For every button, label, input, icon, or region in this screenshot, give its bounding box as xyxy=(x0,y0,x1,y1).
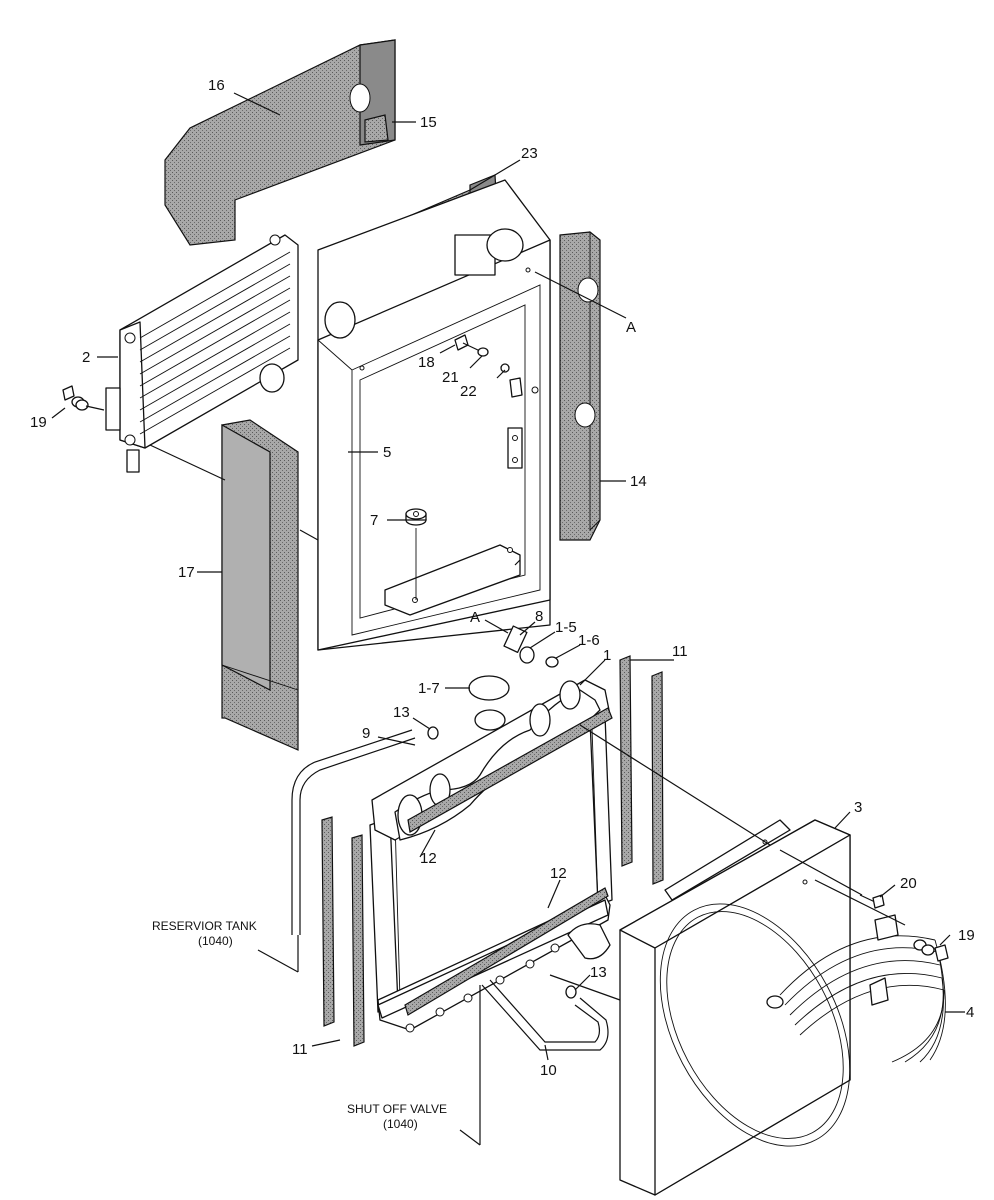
fan-shroud-3 xyxy=(619,819,851,1196)
callout-14: 14 xyxy=(630,473,647,490)
bolt-20 xyxy=(859,894,885,909)
callout-1: 1 xyxy=(603,647,611,664)
bolt-18 xyxy=(454,334,489,357)
reference-notes: RESERVIOR TANK (1040) SHUT OFF VALVE (10… xyxy=(152,919,447,1131)
callout-5: 5 xyxy=(383,444,391,461)
radiator-cap-1-7 xyxy=(468,675,510,701)
note-shut-off-valve-ref: (1040) xyxy=(383,1117,418,1131)
callout-10: 10 xyxy=(540,1062,557,1079)
callout-20: 20 xyxy=(900,875,917,892)
foam-pad-17 xyxy=(221,419,299,751)
callout-4: 4 xyxy=(966,1004,974,1021)
callout-7: 7 xyxy=(370,512,378,529)
seal-strip-11 xyxy=(321,655,664,1047)
callout-11-top: 11 xyxy=(672,643,688,660)
foam-pad-14 xyxy=(559,231,601,541)
fitting-1-5 xyxy=(519,646,535,664)
hose-10 xyxy=(481,979,609,1051)
hose-9 xyxy=(291,729,416,935)
callout-12-left: 12 xyxy=(420,850,437,867)
callout-17: 17 xyxy=(178,564,195,581)
clamp-13-bottom xyxy=(565,985,577,999)
bolt-19-right xyxy=(913,939,949,962)
callout-3: 3 xyxy=(854,799,862,816)
foam-pad-15 xyxy=(364,114,389,143)
callout-22: 22 xyxy=(460,383,477,400)
callout-16: 16 xyxy=(208,77,225,94)
callout-1-6: 1-6 xyxy=(578,632,600,649)
callout-a-bottom: A xyxy=(470,609,480,626)
shroud-frame-5 xyxy=(317,179,551,651)
note-reservior-tank-ref: (1040) xyxy=(198,934,233,948)
callout-13-bottom: 13 xyxy=(590,964,607,981)
callout-a-top: A xyxy=(626,319,636,336)
callout-1-5: 1-5 xyxy=(555,619,577,636)
callout-12-right: 12 xyxy=(550,865,567,882)
note-shut-off-valve: SHUT OFF VALVE xyxy=(347,1102,447,1116)
callout-2: 2 xyxy=(82,349,90,366)
washer-22 xyxy=(500,363,510,373)
callout-11-bottom: 11 xyxy=(292,1041,308,1058)
callout-8: 8 xyxy=(535,608,543,625)
connector-8 xyxy=(503,625,528,654)
callout-18: 18 xyxy=(418,354,435,371)
note-reservior-tank: RESERVIOR TANK xyxy=(152,919,257,933)
rubber-mount-7 xyxy=(405,508,427,600)
oil-cooler-2 xyxy=(105,234,299,473)
nut-1-6 xyxy=(545,656,559,668)
callout-13-top: 13 xyxy=(393,704,410,721)
fan-guard-4 xyxy=(766,914,946,1063)
foam-pad-16 xyxy=(164,39,396,246)
callout-21: 21 xyxy=(442,369,459,386)
callout-9: 9 xyxy=(362,725,370,742)
callout-19-right: 19 xyxy=(958,927,975,944)
callout-23: 23 xyxy=(521,145,538,162)
leader-lines xyxy=(51,92,965,1146)
callout-labels: 16 15 23 2 A 18 21 22 19 5 14 7 17 A 8 1… xyxy=(30,77,975,1079)
callout-1-7: 1-7 xyxy=(418,680,440,697)
callout-15: 15 xyxy=(420,114,437,131)
callout-19-left: 19 xyxy=(30,414,47,431)
bolt-19-left xyxy=(62,385,105,411)
seal-strip-12 xyxy=(404,707,613,1016)
clamp-13-top xyxy=(427,726,439,740)
